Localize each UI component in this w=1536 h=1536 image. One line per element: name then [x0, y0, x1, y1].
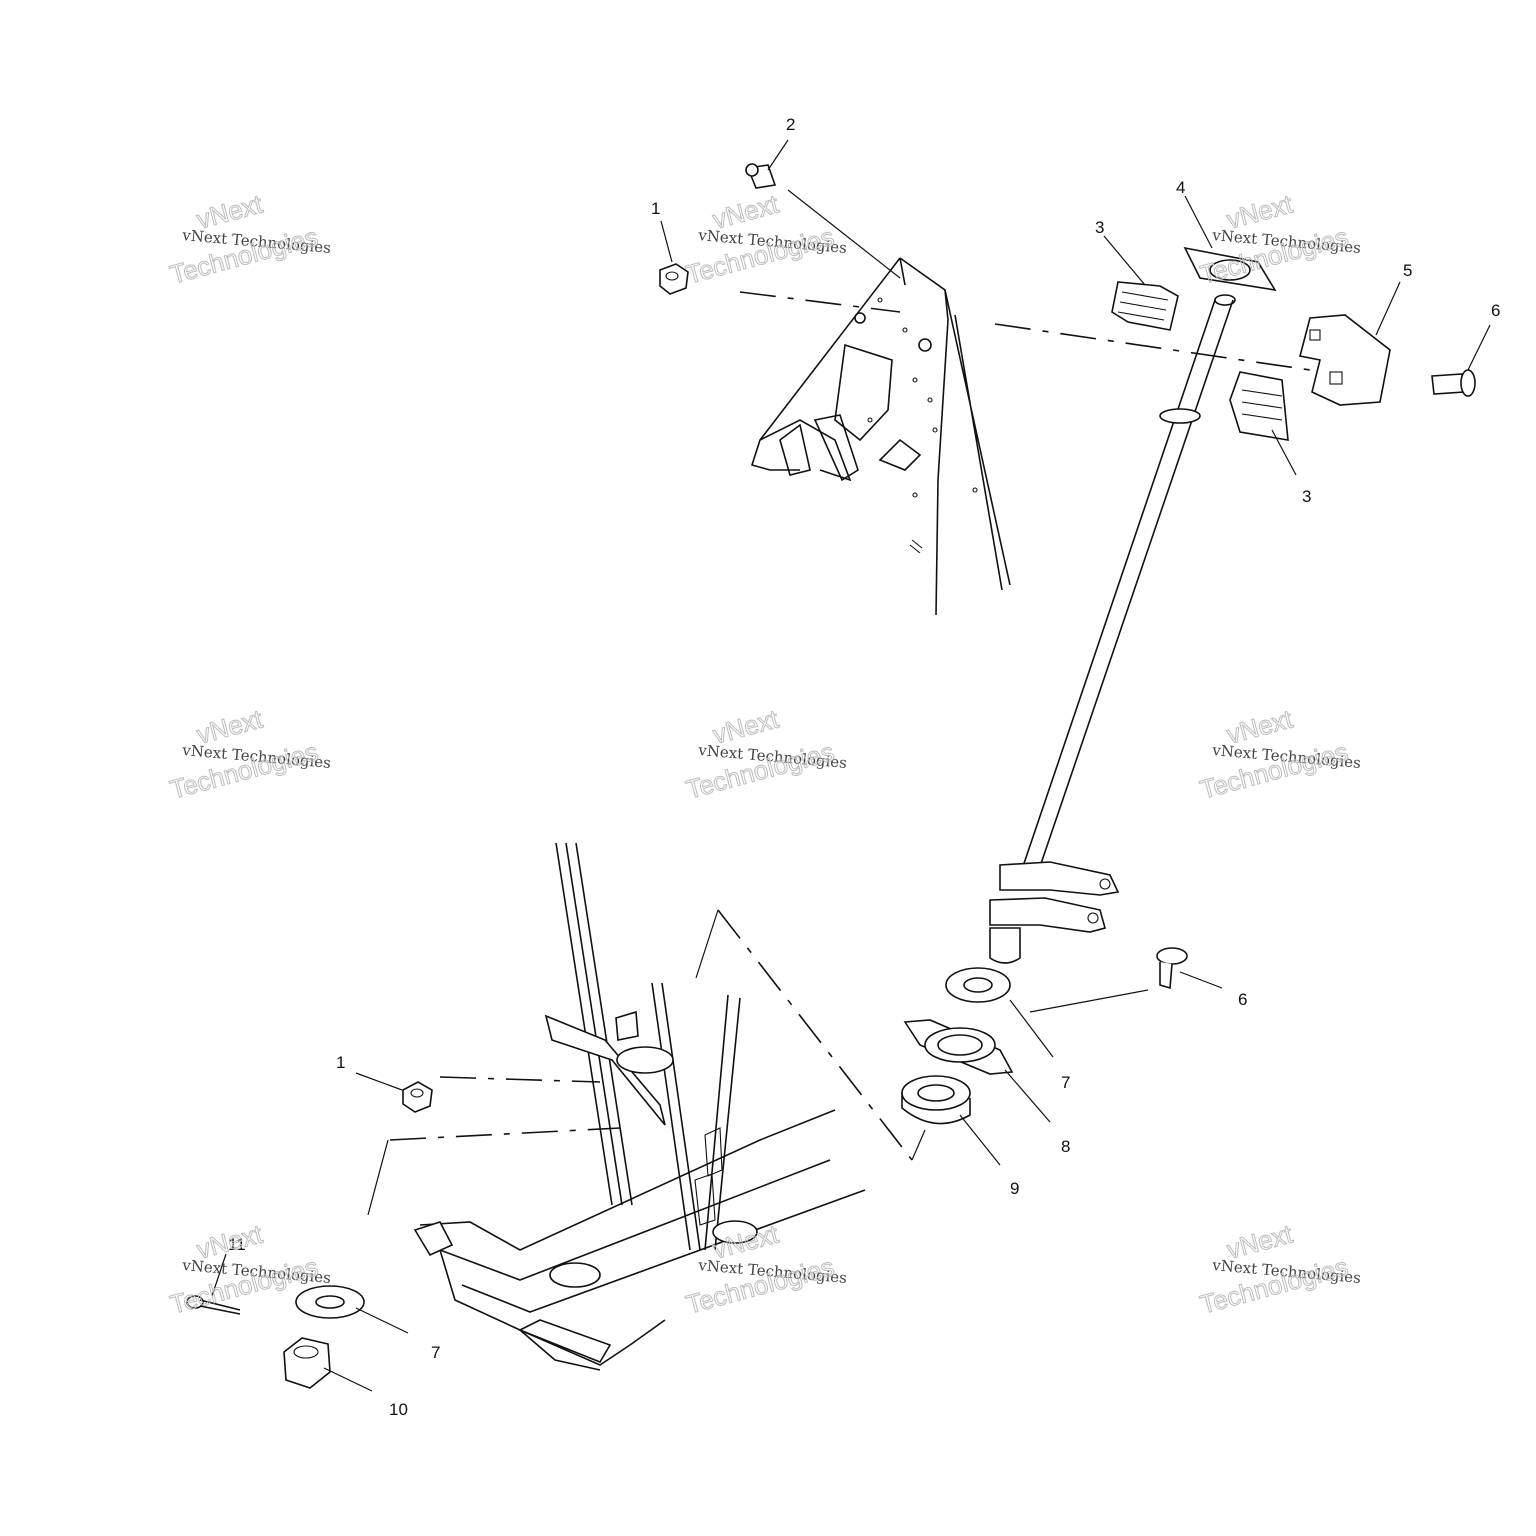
castle-nut-10: [283, 1337, 331, 1389]
bolt-6-top: [1431, 369, 1476, 397]
svg-text:vNext: vNext: [710, 703, 783, 749]
svg-text:vNext: vNext: [1224, 188, 1297, 234]
watermark-1: vNext Technologies vNext Technologies: [166, 188, 331, 290]
callout-6-mid: 6: [1238, 990, 1247, 1009]
watermark-8: vNext Technologies vNext Technologies: [682, 1218, 847, 1320]
nut-1-top: [659, 263, 689, 295]
steering-post: [989, 299, 1234, 964]
lower-frame: [413, 842, 866, 1371]
watermark-6: vNext Technologies vNext Technologies: [1196, 703, 1361, 805]
bearing-flange-8: [903, 1019, 1014, 1075]
watermark-2: vNext Technologies vNext Technologies: [682, 188, 847, 290]
svg-text:vNext: vNext: [1224, 1218, 1297, 1264]
assembly-lines: [367, 291, 1311, 1216]
bushing-3-top: [1111, 281, 1179, 331]
nut-1-bottom: [402, 1081, 433, 1113]
upper-frame-plate: [750, 257, 1011, 616]
callout-6-top: 6: [1491, 301, 1500, 320]
callout-7-bottom: 7: [431, 1343, 440, 1362]
bushing-3-bottom: [1229, 371, 1289, 441]
bushing-9: [901, 1075, 971, 1125]
watermarks: vNext Technologies vNext Technologies vN…: [166, 188, 1361, 1320]
watermark-5: vNext Technologies vNext Technologies: [682, 703, 847, 805]
callout-3-top: 3: [1095, 218, 1104, 237]
svg-text:vNext: vNext: [194, 1218, 267, 1264]
callout-7-mid: 7: [1061, 1073, 1070, 1092]
callout-4: 4: [1176, 178, 1185, 197]
bolt-6-mid: [1156, 947, 1188, 990]
cotter-pin-11: [186, 1295, 241, 1315]
watermark-4: vNext Technologies vNext Technologies: [166, 703, 331, 805]
callout-9: 9: [1010, 1179, 1019, 1198]
callout-11: 11: [228, 1235, 246, 1254]
leader-lines: [211, 139, 1491, 1392]
clamp-5: [1299, 314, 1391, 406]
callout-labels: 1 2 3 4 5 6 3 6 7 8 9 1 11 7 10: [228, 115, 1500, 1419]
callout-1-bottom: 1: [336, 1053, 345, 1072]
svg-text:vNext: vNext: [710, 188, 783, 234]
grease-fitting-2: [745, 163, 777, 189]
svg-text:vNext: vNext: [194, 188, 267, 234]
callout-8: 8: [1061, 1137, 1070, 1156]
top-flange-4: [1183, 246, 1277, 306]
svg-text:vNext: vNext: [194, 703, 267, 749]
washer-7-bottom: [295, 1285, 365, 1319]
washer-7-mid: [945, 967, 1011, 1003]
callout-1-top: 1: [651, 199, 660, 218]
svg-text:vNext: vNext: [1224, 703, 1297, 749]
watermark-9: vNext Technologies vNext Technologies: [1196, 1218, 1361, 1320]
callout-10: 10: [389, 1400, 408, 1419]
callout-5: 5: [1403, 261, 1412, 280]
watermark-3: vNext Technologies vNext Technologies: [1196, 188, 1361, 290]
callout-2: 2: [786, 115, 795, 134]
callout-3-bottom: 3: [1302, 487, 1311, 506]
